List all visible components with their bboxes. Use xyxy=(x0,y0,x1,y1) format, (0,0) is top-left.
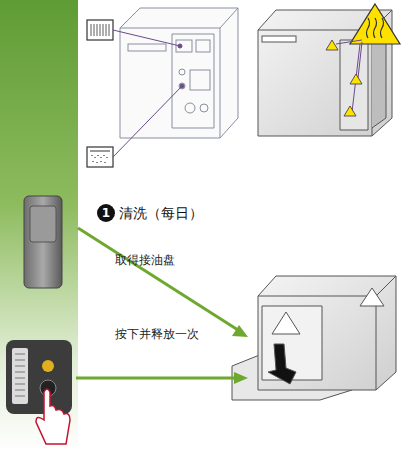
spray-icon xyxy=(87,147,113,167)
step-number: 1 xyxy=(97,205,115,221)
side-band xyxy=(0,0,78,452)
instruction-text: 取得接油盘 xyxy=(115,252,235,268)
machine-with-tray xyxy=(232,276,396,400)
machine-front xyxy=(120,8,238,138)
instruction-text: 按下并释放一次 xyxy=(115,326,207,342)
hot-surface-warning xyxy=(326,4,400,116)
step-circle xyxy=(97,204,115,222)
heater-icon xyxy=(87,20,113,40)
leader-line xyxy=(113,30,184,157)
step-heading: 清洗（每日） xyxy=(119,204,259,222)
reset-button xyxy=(6,340,72,444)
pointer-arrow xyxy=(76,228,248,384)
drip-tray-handle xyxy=(24,196,62,288)
